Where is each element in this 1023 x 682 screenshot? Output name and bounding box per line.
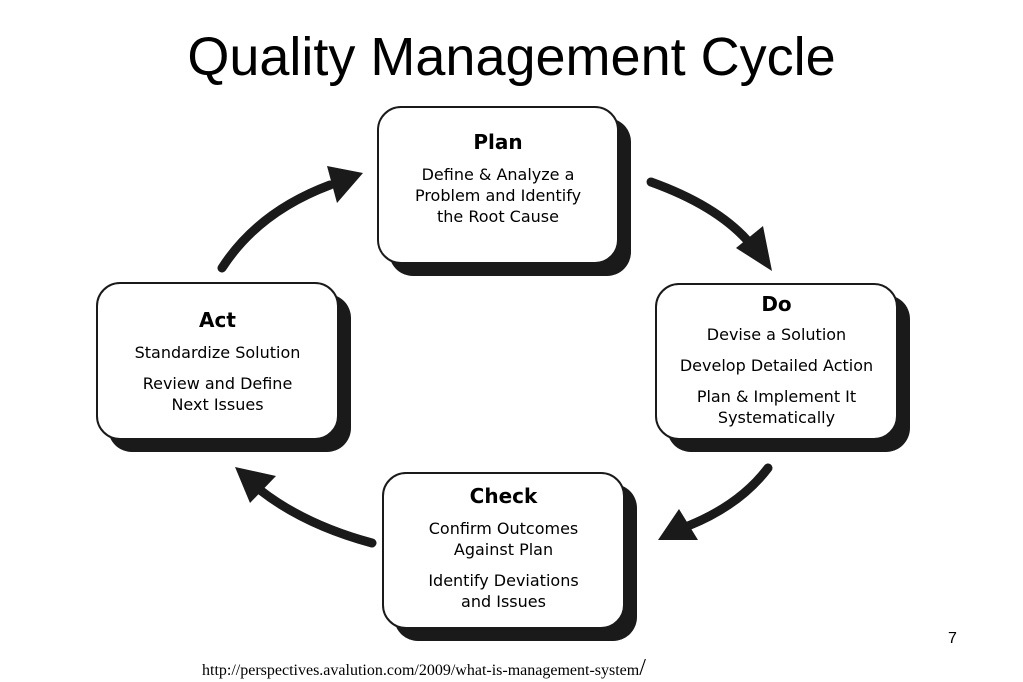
page-number: 7 (948, 630, 957, 647)
source-trailing-slash: / (639, 655, 646, 681)
plan-line: Problem and Identify (414, 186, 582, 205)
slide-title: Quality Management Cycle (187, 27, 836, 87)
arrow-plan-to-do (646, 177, 752, 245)
check-line: Identify Deviations (428, 571, 579, 590)
do-line: Plan & Implement It (696, 387, 857, 406)
plan-box: Plan Define & Analyze a Problem and Iden… (377, 106, 619, 264)
act-line: Next Issues (171, 395, 264, 414)
act-heading: Act (199, 308, 236, 332)
check-heading: Check (469, 484, 538, 508)
act-line: Standardize Solution (134, 343, 301, 362)
check-box: Check Confirm Outcomes Against Plan Iden… (382, 472, 625, 629)
source-link[interactable]: http://perspectives.avalution.com/2009/w… (202, 655, 646, 682)
arrowhead-check (658, 509, 698, 540)
check-line: and Issues (461, 592, 546, 611)
check-line: Against Plan (453, 540, 554, 559)
act-line: Review and Define (142, 374, 293, 393)
arrowhead-act (235, 467, 276, 503)
arrow-check-to-act (255, 485, 377, 548)
do-line: Devise a Solution (706, 325, 847, 344)
source-url[interactable]: http://perspectives.avalution.com/2009/w… (202, 662, 640, 679)
plan-line: Define & Analyze a (421, 165, 575, 184)
arrowhead-plan (327, 166, 363, 203)
do-line: Develop Detailed Action (679, 356, 874, 375)
act-box: Act Standardize Solution Review and Defi… (96, 282, 339, 440)
plan-line: the Root Cause (437, 207, 559, 226)
do-box: Do Devise a Solution Develop Detailed Ac… (655, 283, 898, 440)
arrow-do-to-check (683, 463, 773, 531)
do-heading: Do (761, 292, 792, 316)
arrow-act-to-plan (217, 180, 335, 273)
check-line: Confirm Outcomes (428, 519, 579, 538)
plan-heading: Plan (473, 130, 523, 154)
arrowhead-do (736, 226, 772, 271)
do-line: Systematically (717, 408, 836, 427)
